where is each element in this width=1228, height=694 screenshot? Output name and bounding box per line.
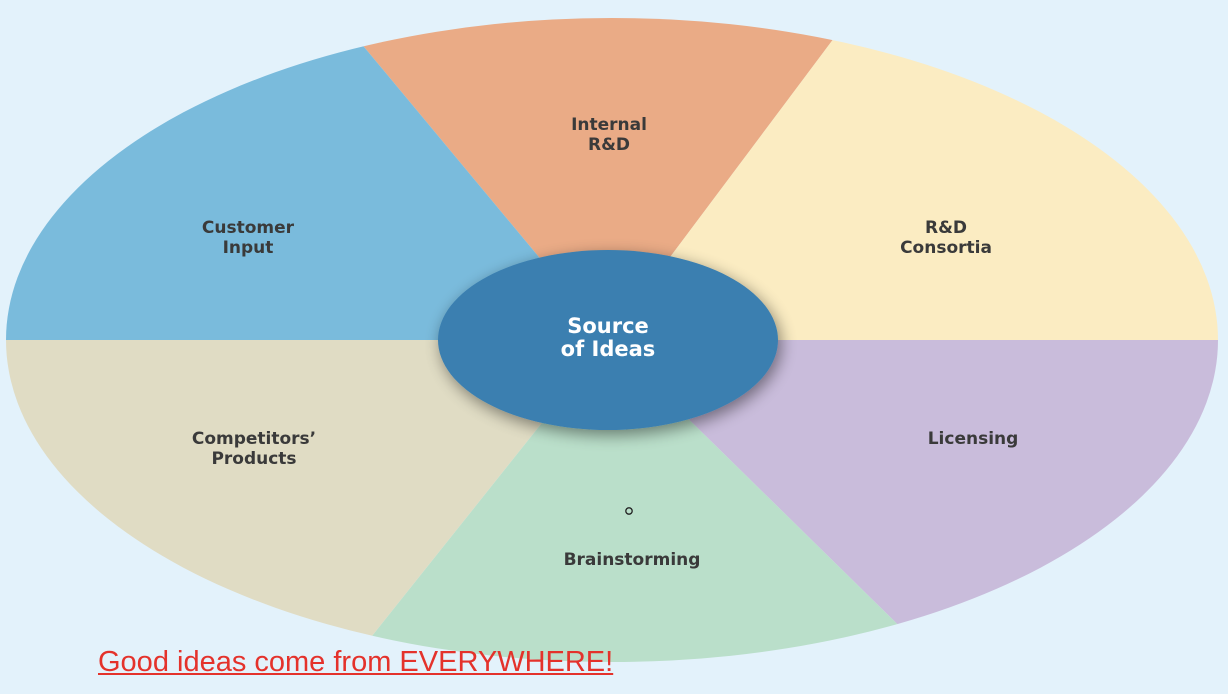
segment-internal-rd <box>300 18 885 340</box>
svg-text:Input: Input <box>223 238 274 258</box>
segment-label-competitors-products: Competitors’ Products <box>192 429 316 469</box>
small-dot-marker <box>625 507 633 515</box>
footer-caption[interactable]: Good ideas come from EVERYWHERE! <box>98 646 614 678</box>
svg-text:of Ideas: of Ideas <box>561 337 656 361</box>
svg-text:Brainstorming: Brainstorming <box>564 550 701 570</box>
segment-label-rd-consortia: R&D Consortia <box>900 218 992 258</box>
svg-text:Internal: Internal <box>571 115 647 135</box>
svg-text:Competitors’: Competitors’ <box>192 429 316 449</box>
svg-text:Licensing: Licensing <box>928 429 1019 449</box>
svg-text:Source: Source <box>567 314 649 338</box>
segment-label-customer-input: Customer Input <box>202 218 295 258</box>
segment-label-internal-rd: Internal R&D <box>571 115 647 155</box>
svg-text:Customer: Customer <box>202 218 295 238</box>
segment-label-brainstorming: Brainstorming <box>564 550 701 570</box>
center-circle <box>438 250 778 430</box>
segment-brainstorming <box>305 340 995 662</box>
svg-text:R&D: R&D <box>588 135 630 155</box>
svg-text:Consortia: Consortia <box>900 238 992 258</box>
segment-label-licensing: Licensing <box>928 429 1019 449</box>
svg-text:Products: Products <box>211 449 296 469</box>
svg-text:R&D: R&D <box>925 218 967 238</box>
center-label: Source of Ideas <box>561 314 656 361</box>
